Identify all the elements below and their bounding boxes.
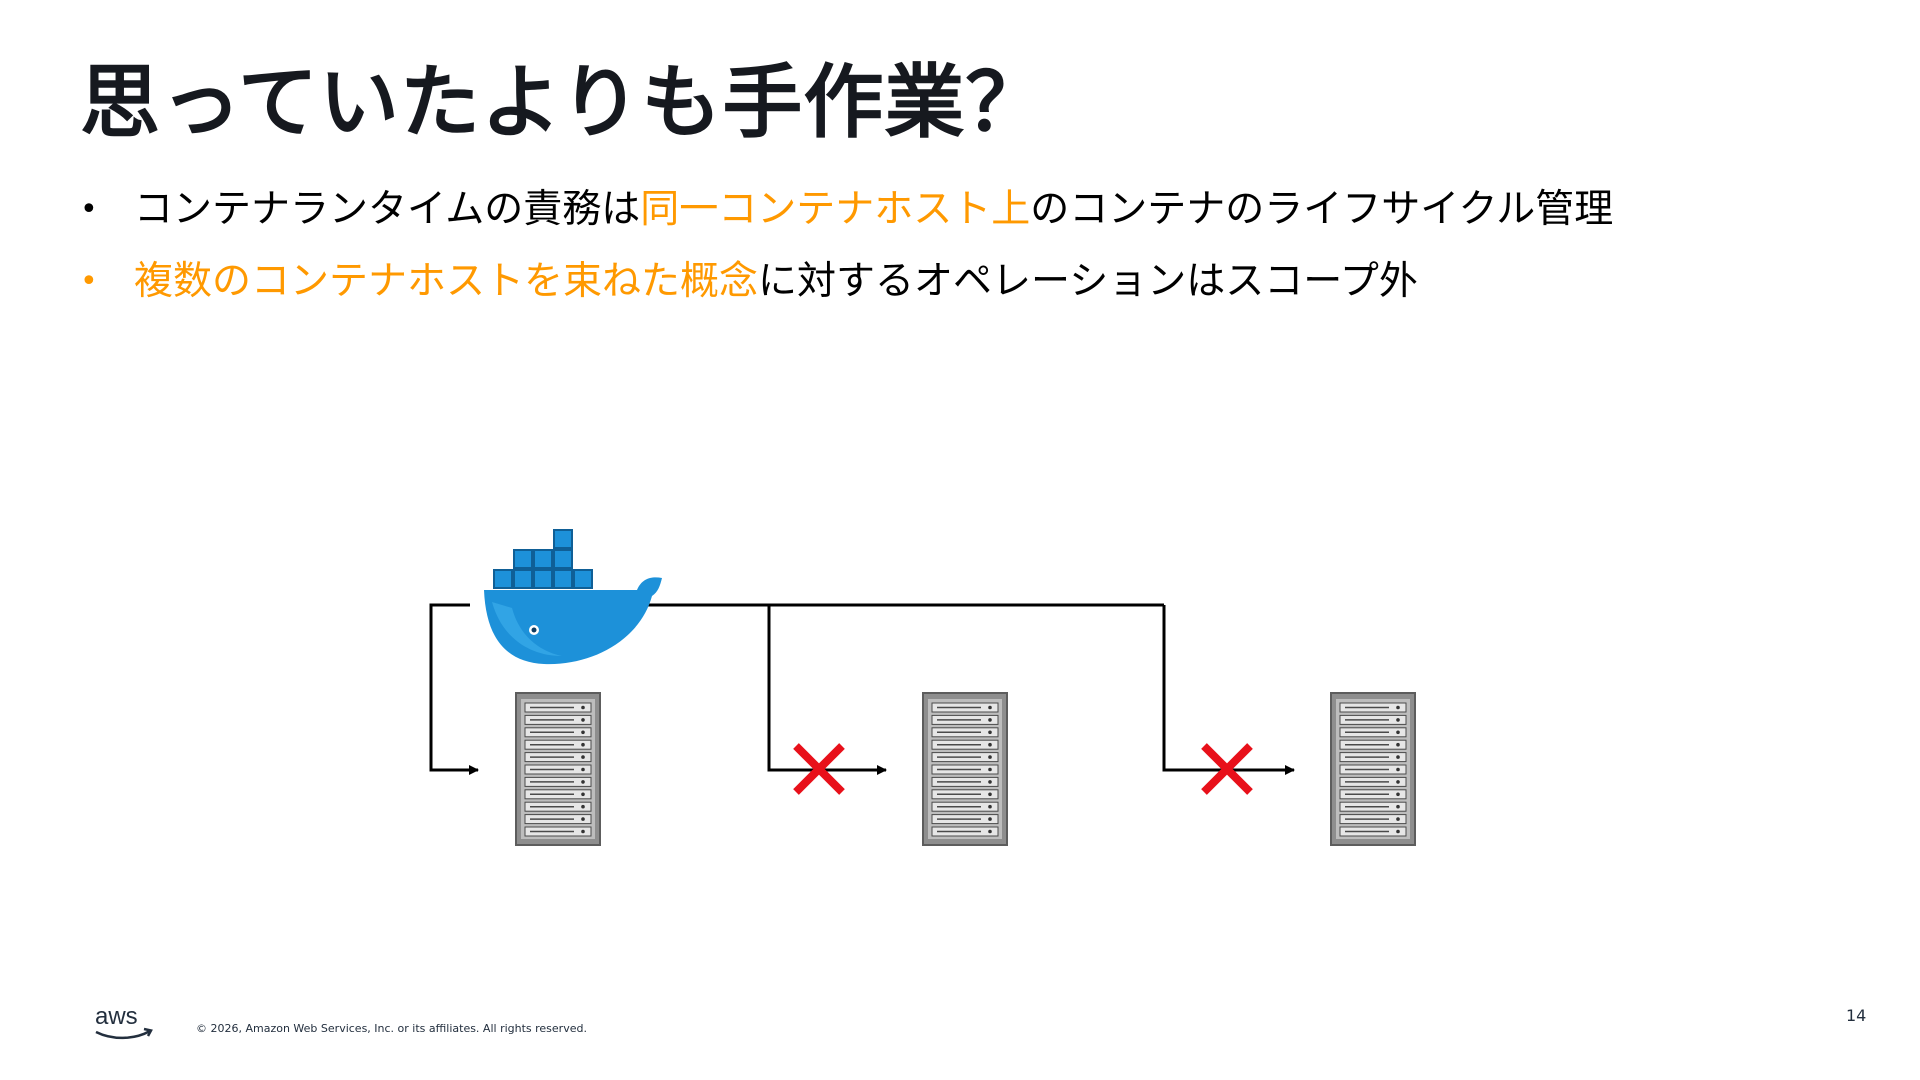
- server-slot-light: [581, 792, 585, 797]
- bullet-marker: •: [80, 192, 98, 227]
- server-slot-light: [1396, 767, 1400, 772]
- server-slot-light: [1396, 804, 1400, 809]
- server-slot-light: [988, 755, 992, 759]
- server-slot-light: [988, 730, 992, 735]
- server-slot-light: [581, 804, 585, 809]
- server-slot-light: [988, 718, 992, 722]
- connector-lines: [429, 603, 1295, 775]
- bullet-text-segment: のコンテナのライフサイクル管理: [1030, 187, 1614, 232]
- server-slot-light: [581, 718, 585, 722]
- bullet-list: • コンテナランタイムの責務は同一コンテナホスト上のコンテナのライフサイクル管理…: [80, 180, 1613, 324]
- arrow-to-host-1: [429, 603, 479, 775]
- server-slot-light: [988, 829, 992, 834]
- page-number: 14: [1846, 1006, 1867, 1025]
- bullet-item-1: • コンテナランタイムの責務は同一コンテナホスト上のコンテナのライフサイクル管理: [80, 180, 1613, 252]
- server-slot-light: [581, 742, 585, 747]
- arrow-to-host-2: [767, 605, 887, 775]
- server-slot-light: [581, 705, 585, 710]
- server-slot-light: [1396, 742, 1400, 747]
- slide-title: 思っていたよりも手作業？: [80, 56, 1047, 149]
- bullet-highlight-segment: 同一コンテナホスト上: [640, 187, 1031, 232]
- arrow-to-host-3: [1162, 605, 1295, 775]
- server-slot-light: [988, 817, 992, 821]
- server-rack-icon-2: [922, 692, 1008, 846]
- server-slot-light: [1396, 755, 1400, 759]
- server-rack-icon-1: [515, 692, 601, 846]
- server-slot-light: [581, 780, 585, 784]
- server-slot-light: [1396, 730, 1400, 735]
- server-slot-light: [988, 804, 992, 809]
- bullet-text-segment: コンテナランタイムの責務は: [134, 187, 641, 232]
- server-slot-light: [1396, 817, 1400, 821]
- server-rack-icon-3: [1330, 692, 1416, 846]
- server-slot-light: [988, 742, 992, 747]
- bullet-marker: •: [80, 264, 98, 299]
- bullet-item-2: • 複数のコンテナホストを束ねた概念に対するオペレーションはスコープ外: [80, 252, 1613, 324]
- server-slot-light: [581, 817, 585, 821]
- docker-whale-icon: [484, 529, 662, 665]
- server-slot-light: [988, 780, 992, 784]
- copyright-notice: © 2026, Amazon Web Services, Inc. or its…: [196, 1022, 587, 1035]
- server-slot-light: [1396, 792, 1400, 797]
- server-slot-light: [1396, 829, 1400, 834]
- server-slot-light: [988, 767, 992, 772]
- server-slot-light: [1396, 718, 1400, 722]
- server-slot-light: [581, 767, 585, 772]
- bullet-highlight-segment: 複数のコンテナホストを束ねた概念: [134, 259, 759, 304]
- server-slot-light: [581, 730, 585, 735]
- bullet-text-segment: に対するオペレーションはスコープ外: [758, 259, 1418, 304]
- aws-logo-text: aws: [95, 1003, 138, 1030]
- server-slot-light: [581, 755, 585, 759]
- server-slot-light: [1396, 705, 1400, 710]
- server-slot-light: [581, 829, 585, 834]
- server-slot-light: [988, 792, 992, 797]
- aws-logo-icon: aws: [95, 1003, 153, 1040]
- server-slot-light: [1396, 780, 1400, 784]
- server-slot-light: [988, 705, 992, 710]
- red-cross-icon: [1201, 743, 1253, 795]
- red-cross-icon: [793, 743, 845, 795]
